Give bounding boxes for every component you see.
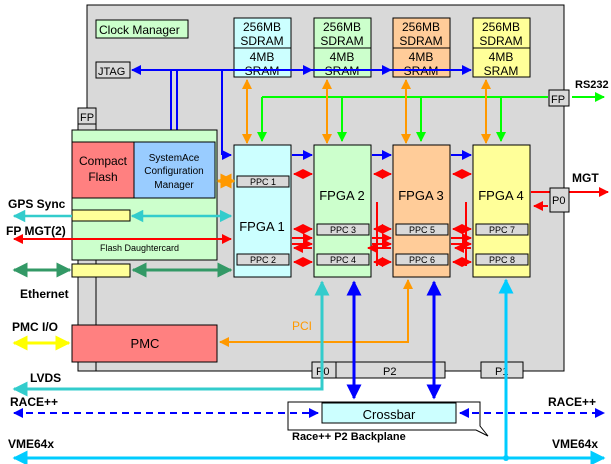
ppc-label-1: PPC 1 <box>250 177 276 187</box>
compact-flash-label-1: Compact <box>79 154 128 168</box>
ppc-box-7 <box>475 223 529 236</box>
sram-box-1 <box>233 47 292 78</box>
crossbar-box <box>321 402 457 424</box>
ppc-label-2: PPC 2 <box>250 255 276 265</box>
sdram-type-2: SDRAM <box>320 34 363 48</box>
systemace-label-2: Configuration <box>144 166 203 177</box>
clock-manager-box <box>95 19 189 39</box>
ppc-label-8: PPC 8 <box>489 255 515 265</box>
ppc-box-2 <box>236 253 290 266</box>
memory-stack-4: 256MB SDRAM 4MB SRAM <box>472 17 531 78</box>
p2-bottom-label: P2 <box>383 366 396 378</box>
gps-connector <box>71 209 131 222</box>
fpga-1: FPGA 1 PPC 1 PPC 2 <box>233 144 292 278</box>
fp-top-label: FP <box>80 112 94 124</box>
ppc-label-5: PPC 5 <box>409 225 435 235</box>
systemace-label-3: Manager <box>154 180 194 191</box>
ppc-box-8 <box>475 253 529 266</box>
backplane-label: Race++ P2 Backplane <box>292 431 406 443</box>
p0-right-box <box>549 187 570 213</box>
sram-box-2 <box>313 47 372 78</box>
jtag-box <box>95 61 131 79</box>
memory-stack-2: 256MB SDRAM 4MB SRAM <box>313 17 372 78</box>
sdram-type-3: SDRAM <box>399 34 442 48</box>
rs232-label: RS232 <box>575 79 609 91</box>
sdram-box-2 <box>313 17 372 49</box>
ppc-label-7: PPC 7 <box>489 225 515 235</box>
ethernet-connector <box>71 263 131 278</box>
lvds-link <box>12 280 330 397</box>
fpga-label-1: FPGA 1 <box>239 219 285 234</box>
ppc-label-4: PPC 4 <box>330 255 356 265</box>
fp-right-box <box>548 89 570 107</box>
sdram-box-4 <box>472 17 531 49</box>
fp-mgt-label: FP MGT(2) <box>6 224 66 238</box>
p1-bottom-box <box>480 361 524 379</box>
jtag-label: JTAG <box>98 66 125 78</box>
pci-label: PCI <box>292 319 312 333</box>
flash-daughtercard-label: Flash Daughtercard <box>100 243 179 253</box>
race-left-label: RACE++ <box>10 395 58 409</box>
systemace-label-1: SystemAce <box>149 153 200 164</box>
fpga-label-3: FPGA 3 <box>398 188 444 203</box>
fpga-2: FPGA 2 PPC 3 PPC 4 <box>313 144 372 278</box>
sdram-size-2: 256MB <box>323 20 361 34</box>
sram-size-4: 4MB <box>489 50 514 64</box>
fpga-4: FPGA 4 PPC 7 PPC 8 <box>472 144 531 278</box>
ppc-box-6 <box>395 253 449 266</box>
vme-left-label: VME64x <box>8 437 54 451</box>
fpga-label-4: FPGA 4 <box>478 188 524 203</box>
sram-size-3: 4MB <box>409 50 434 64</box>
lvds-label: LVDS <box>30 371 61 385</box>
p2-bottom-box <box>335 361 446 379</box>
fpga-label-2: FPGA 2 <box>319 188 365 203</box>
ppc-label-3: PPC 3 <box>330 225 356 235</box>
sram-box-4 <box>472 47 531 78</box>
ppc-box-3 <box>316 223 370 236</box>
sdram-type-1: SDRAM <box>240 34 283 48</box>
vme-junction <box>503 455 509 461</box>
sdram-size-4: 256MB <box>482 20 520 34</box>
fp-top-box <box>77 107 97 125</box>
race-right-label: RACE++ <box>548 395 596 409</box>
pmc-io-label: PMC I/O <box>12 320 58 334</box>
memory-links <box>242 79 491 144</box>
ppc-box-4 <box>316 253 370 266</box>
sdram-box-3 <box>392 17 451 49</box>
sdram-size-3: 256MB <box>402 20 440 34</box>
sram-type-4: SRAM <box>484 64 519 78</box>
fpga-3: FPGA 3 PPC 5 PPC 6 <box>392 144 451 278</box>
gps-sync-label: GPS Sync <box>8 197 66 211</box>
sram-size-1: 4MB <box>250 50 275 64</box>
sdram-type-4: SDRAM <box>479 34 522 48</box>
crossbar-links <box>346 280 442 400</box>
ppc-label-6: PPC 6 <box>409 255 435 265</box>
memory-stack-3: 256MB SDRAM 4MB SRAM <box>392 17 451 78</box>
ppc-box-1 <box>236 175 290 188</box>
compact-flash-label-2: Flash <box>88 170 117 184</box>
systemace-box <box>133 141 216 199</box>
fp-right-label: FP <box>551 94 565 106</box>
ppc-box-5 <box>395 223 449 236</box>
sdram-box-1 <box>233 17 292 49</box>
sram-box-3 <box>392 47 451 78</box>
sdram-size-1: 256MB <box>243 20 281 34</box>
sram-size-2: 4MB <box>330 50 355 64</box>
jtag-bus <box>131 65 472 160</box>
compact-flash-box <box>71 141 135 199</box>
ethernet-label: Ethernet <box>20 287 69 301</box>
fpga-red-links <box>292 169 472 267</box>
vme-right-label: VME64x <box>552 437 598 451</box>
crossbar-label: Crossbar <box>363 407 416 422</box>
clock-manager-label: Clock Manager <box>99 23 180 37</box>
mgt-label: MGT <box>572 171 599 185</box>
p0-right-label: P0 <box>552 195 565 207</box>
pmc-label: PMC <box>131 336 160 351</box>
